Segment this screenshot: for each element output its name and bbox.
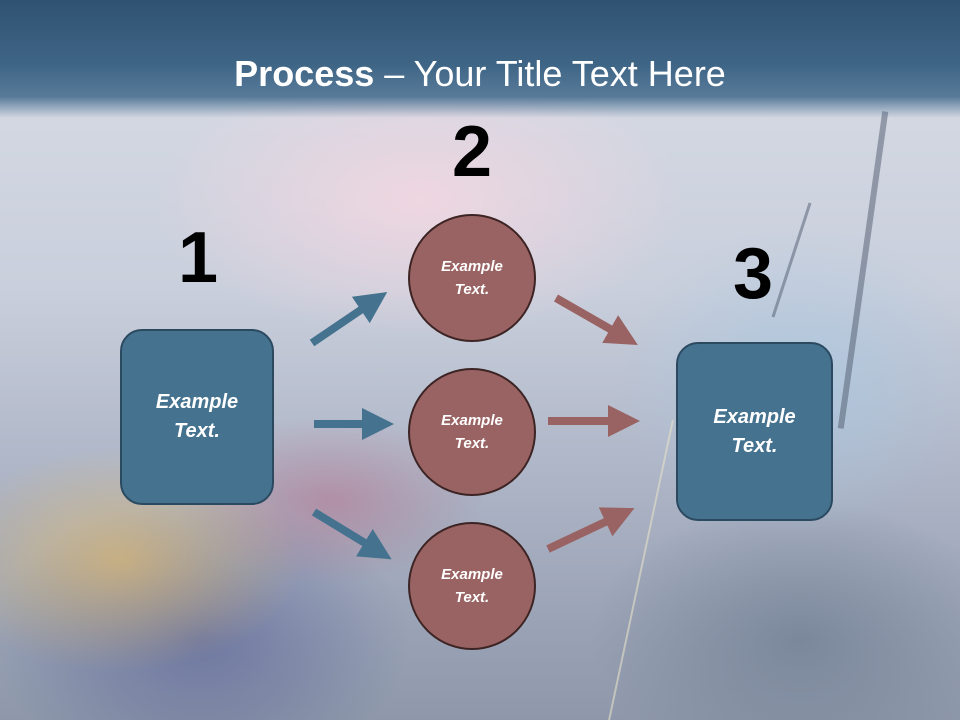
arrow-left-to-bottom: [311, 508, 392, 560]
right-box-line1: Example: [713, 405, 796, 428]
arrow-bottom-to-right: [546, 507, 635, 553]
circle-top-line2: Text.: [454, 281, 490, 298]
title-bar: [0, 0, 960, 118]
step-number-3: 3: [732, 234, 774, 314]
page-title: Process – Your Title Text Here: [0, 52, 960, 96]
step-number-2: 2: [451, 112, 493, 192]
title-bold: Process: [234, 53, 375, 94]
circle-top-line1: Example: [441, 258, 503, 275]
right-box-line2: Text.: [731, 434, 778, 457]
circle-bottom-line1: Example: [441, 566, 503, 583]
left-box-line1: Example: [155, 391, 239, 413]
circle-middle-line2: Text.: [454, 435, 490, 452]
arrow-left-to-top: [309, 292, 388, 347]
title-rest: – Your Title Text Here: [374, 53, 726, 94]
circle-bottom-line2: Text.: [454, 589, 490, 606]
step-number-1: 1: [177, 218, 219, 298]
circle-middle-line1: Example: [441, 412, 503, 429]
left-box-line2: Text.: [174, 420, 220, 442]
arrow-top-to-right: [554, 294, 638, 345]
